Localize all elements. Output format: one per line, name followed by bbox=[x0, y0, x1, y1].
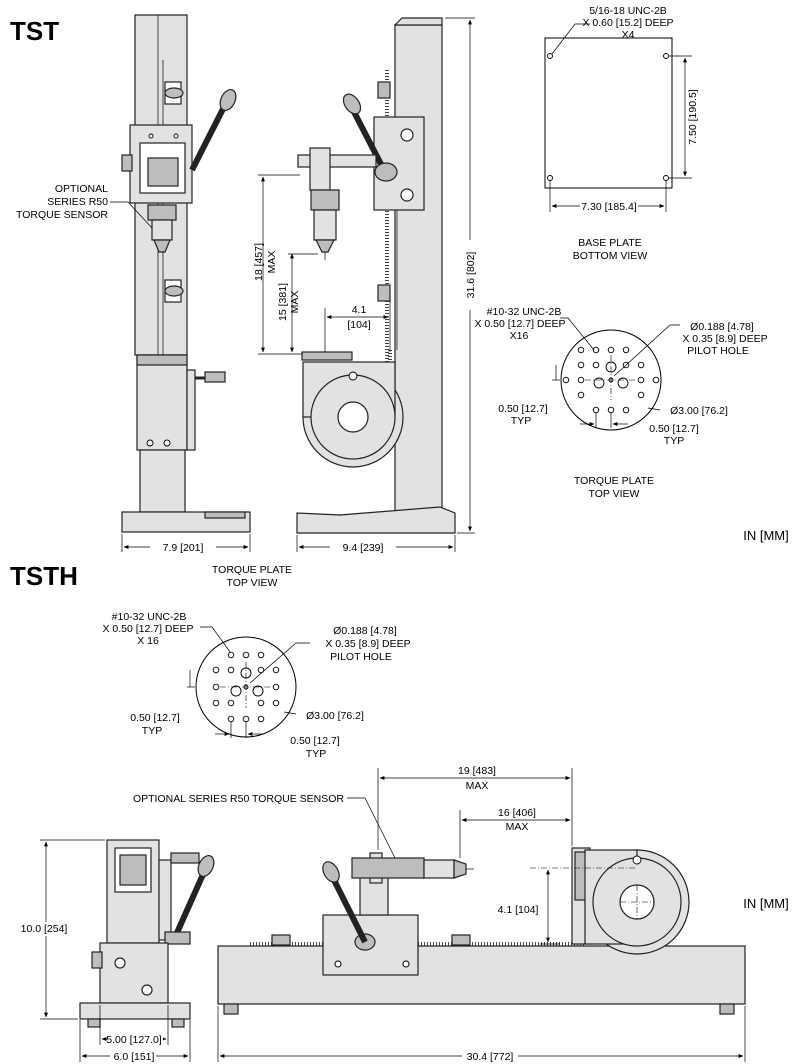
tsth-tp-pilot-depth: X 0.35 [8.9] DEEP bbox=[325, 638, 410, 650]
tsth-length: 30.4 [772] bbox=[467, 1051, 514, 1063]
tst-offset: 4.1 bbox=[352, 304, 367, 316]
tst-base-plate bbox=[544, 23, 692, 213]
tst-travel-max: 18 [457] bbox=[253, 243, 265, 281]
tst-units: IN [MM] bbox=[743, 528, 789, 543]
tsth-tp-spacing-left: 0.50 [12.7] bbox=[130, 712, 180, 724]
tst-sensor-label-3: TORQUE SENSOR bbox=[16, 209, 108, 221]
tsth-torque-plate bbox=[187, 626, 310, 738]
tst-tp-thread-count: X16 bbox=[510, 330, 529, 342]
tsth-travel-max: 19 [483] bbox=[458, 765, 496, 777]
tst-front-base bbox=[296, 506, 456, 534]
tst-tp-thread-depth: X 0.50 [12.7] DEEP bbox=[474, 318, 565, 330]
tst-tp-pilot-label: PILOT HOLE bbox=[687, 345, 749, 357]
tst-tp-spacing-left: 0.50 [12.7] bbox=[498, 403, 548, 415]
tst-tp-spacing-left-typ: TYP bbox=[511, 415, 531, 427]
tsth-offset: 4.1 [104] bbox=[498, 904, 539, 916]
tst-base-caption-1: BASE PLATE bbox=[578, 237, 641, 249]
tsth-tp-diameter: Ø3.00 [76.2] bbox=[306, 710, 364, 722]
tst-tp-spacing-bottom-typ: TYP bbox=[664, 435, 684, 447]
tsth-side-view bbox=[18, 839, 215, 1062]
tsth-side-lower bbox=[99, 942, 169, 1004]
tst-side-view bbox=[121, 14, 251, 554]
tsth-torque-plate-holes bbox=[212, 651, 280, 723]
tst-sensor-label-1: OPTIONAL bbox=[55, 183, 108, 195]
tst-front-view bbox=[296, 17, 456, 534]
tsth-front-base bbox=[217, 945, 746, 1005]
tsth-side-outer-width: 6.0 [151] bbox=[114, 1051, 155, 1063]
tst-tp-spacing-bottom: 0.50 [12.7] bbox=[649, 423, 699, 435]
tsth-tp-thread-depth: X 0.50 [12.7] DEEP bbox=[102, 623, 193, 635]
tsth-sensor-label: OPTIONAL SERIES R50 TORQUE SENSOR bbox=[133, 793, 344, 805]
tst-base-thread: 5/16-18 UNC-2B bbox=[589, 5, 667, 17]
tst-base-height: 7.50 [190.5] bbox=[687, 89, 699, 145]
tsth-tp-pilot-label: PILOT HOLE bbox=[330, 651, 392, 663]
tsth-title: TSTH bbox=[10, 561, 78, 591]
tsth-tp-caption-1: TORQUE PLATE bbox=[212, 564, 292, 576]
tst-sensor-label-2: SERIES R50 bbox=[47, 196, 108, 208]
tsth-tp-thread-count: X 16 bbox=[137, 635, 159, 647]
tst-base-width: 7.30 [185.4] bbox=[581, 201, 637, 213]
tst-height: 31.6 [802] bbox=[465, 252, 477, 299]
tst-torque-plate bbox=[552, 317, 680, 431]
tst-tp-pilot-depth: X 0.35 [8.9] DEEP bbox=[682, 333, 767, 345]
tsth-travel-max-word: MAX bbox=[466, 780, 489, 792]
tst-tp-caption-1: TORQUE PLATE bbox=[574, 475, 654, 487]
tst-tp-diameter: Ø3.00 [76.2] bbox=[670, 405, 728, 417]
tst-tp-thread: #10-32 UNC-2B bbox=[487, 306, 562, 318]
tst-travel-min-word: MAX bbox=[289, 291, 301, 314]
tst-base-thread-count: X4 bbox=[622, 29, 635, 41]
tst-travel-max-word: MAX bbox=[266, 251, 278, 274]
tst-side-width: 7.9 [201] bbox=[163, 542, 204, 554]
tsth-units: IN [MM] bbox=[743, 896, 789, 911]
tsth-front-view bbox=[217, 847, 746, 1015]
tst-depth: 9.4 [239] bbox=[343, 542, 384, 554]
tsth-side-base bbox=[79, 1002, 191, 1020]
tst-title: TST bbox=[10, 16, 59, 46]
tsth-tp-spacing-bottom-typ: TYP bbox=[306, 748, 326, 760]
tst-base-caption-2: BOTTOM VIEW bbox=[573, 250, 648, 262]
tsth-tp-thread: #10-32 UNC-2B bbox=[112, 611, 187, 623]
tsth-travel-min-word: MAX bbox=[506, 821, 529, 833]
tst-offset-mm: [104] bbox=[347, 319, 370, 331]
tsth-travel-min: 16 [406] bbox=[498, 807, 536, 819]
tst-travel-min: 15 [381] bbox=[277, 283, 289, 321]
tst-front-column bbox=[394, 24, 443, 514]
tsth-tp-spacing-bottom: 0.50 [12.7] bbox=[290, 735, 340, 747]
tsth-side-height: 10.0 [254] bbox=[21, 923, 68, 935]
tsth-tp-spacing-left-typ: TYP bbox=[142, 725, 162, 737]
tsth-tp-caption-2: TOP VIEW bbox=[227, 577, 278, 589]
tst-base-thread-depth: X 0.60 [15.2] DEEP bbox=[582, 17, 673, 29]
tsth-tp-pilot: Ø0.188 [4.78] bbox=[333, 625, 397, 637]
tst-tp-caption-2: TOP VIEW bbox=[589, 488, 640, 500]
tst-tp-pilot: Ø0.188 [4.78] bbox=[690, 321, 754, 333]
tsth-side-inner-width: 5.00 [127.0] bbox=[106, 1034, 162, 1046]
